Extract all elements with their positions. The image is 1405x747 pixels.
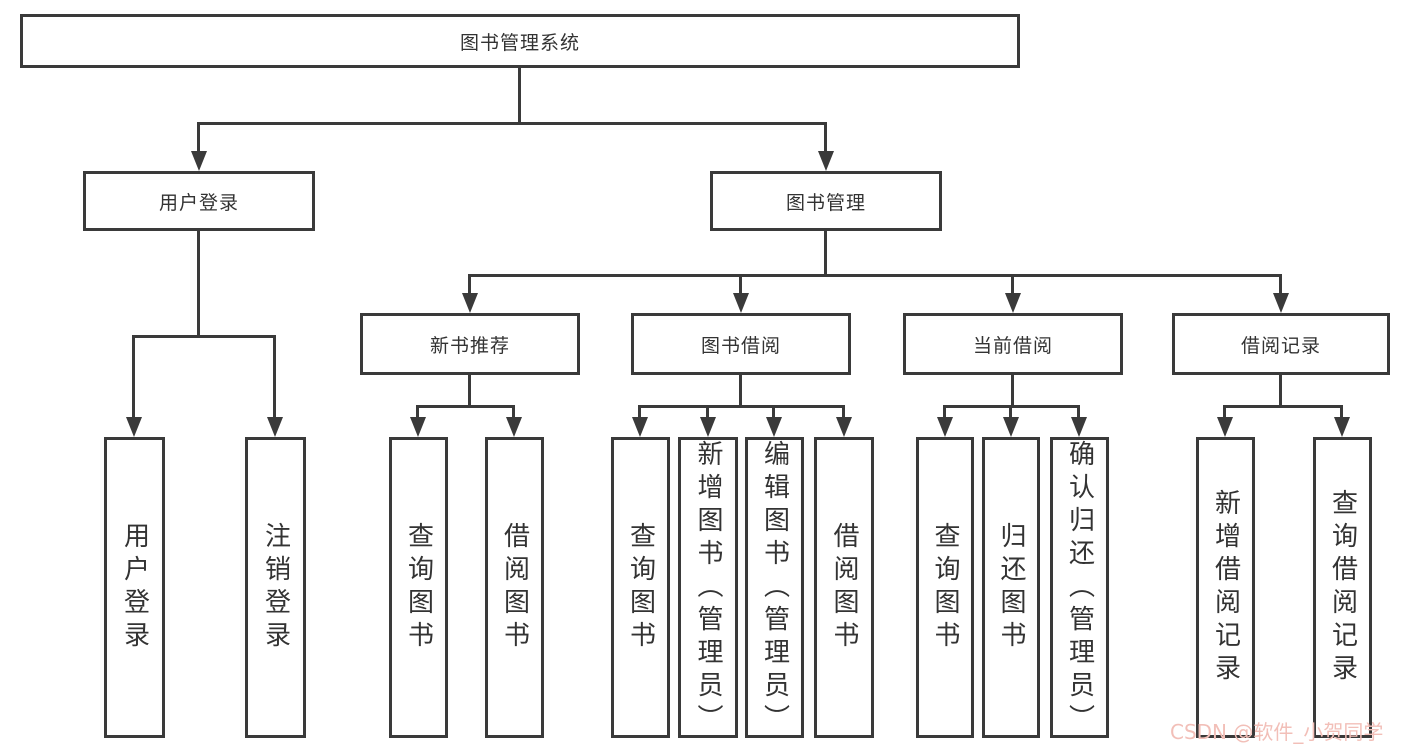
connector-cb-stem3 [1077, 405, 1080, 419]
connector-bookmgmt-stem2 [739, 274, 742, 295]
csdn-watermark: CSDN @软件_小贺同学 [1170, 720, 1384, 744]
arrow-to-cb-query [937, 417, 953, 437]
connector-bb-vline [739, 375, 742, 405]
connector-br-vline [1279, 375, 1282, 405]
connector-root-stem-left [197, 122, 200, 153]
arrow-to-bb-query [632, 417, 648, 437]
node-user-login-leaf: 用户登录 [104, 437, 165, 738]
node-current-borrowing: 当前借阅 [903, 313, 1123, 375]
arrow-to-logout [267, 417, 283, 437]
node-nb-borrow-books: 借阅图书 [485, 437, 544, 738]
node-br-query-record: 查询借阅记录 [1313, 437, 1372, 738]
connector-nb-stem2 [512, 405, 515, 419]
node-book-management: 图书管理 [710, 171, 942, 231]
arrow-to-cb-return [1003, 417, 1019, 437]
connector-root-vline [518, 68, 521, 122]
node-borrowing-records: 借阅记录 [1172, 313, 1390, 375]
arrow-to-book-management [818, 151, 834, 171]
node-bb-query-books: 查询图书 [611, 437, 670, 738]
node-logout: 注销登录 [245, 437, 306, 738]
connector-bookmgmt-stem4 [1279, 274, 1282, 295]
arrow-to-borrowing-records [1273, 293, 1289, 313]
connector-bookmgmt-stem1 [468, 274, 471, 295]
connector-br-stem2 [1340, 405, 1343, 419]
connector-bb-stem2 [706, 405, 709, 419]
connector-userlogin-hline [134, 335, 275, 338]
node-cb-return-books: 归还图书 [982, 437, 1040, 738]
connector-cb-stem1 [943, 405, 946, 419]
node-nb-query-books: 查询图书 [389, 437, 448, 738]
connector-bookmgmt-stem3 [1011, 274, 1014, 295]
connector-bookmgmt-vline [824, 231, 827, 274]
arrow-to-cb-confirm [1071, 417, 1087, 437]
connector-userlogin-vline [197, 231, 200, 335]
connector-root-hline [199, 122, 826, 125]
connector-userlogin-stem2 [273, 335, 276, 419]
connector-bb-stem3 [772, 405, 775, 419]
node-bb-borrow-books: 借阅图书 [814, 437, 874, 738]
arrow-to-bb-edit [766, 417, 782, 437]
arrow-to-nb-query [410, 417, 426, 437]
arrow-to-user-login-leaf [126, 417, 142, 437]
connector-br-hline [1225, 405, 1342, 408]
arrow-to-book-borrowing [733, 293, 749, 313]
connector-br-stem1 [1223, 405, 1226, 419]
arrow-to-user-login [191, 151, 207, 171]
connector-root-stem-right [824, 122, 827, 153]
arrow-to-bb-borrow [836, 417, 852, 437]
node-br-add-record: 新增借阅记录 [1196, 437, 1255, 738]
connector-cb-stem2 [1009, 405, 1012, 419]
connector-nb-hline [418, 405, 514, 408]
connector-bb-stem1 [638, 405, 641, 419]
arrow-to-bb-add [700, 417, 716, 437]
node-bb-add-books-admin: 新增图书（管理员） [678, 437, 738, 738]
node-cb-query-books: 查询图书 [916, 437, 974, 738]
arrow-to-current-borrowing [1005, 293, 1021, 313]
node-user-login: 用户登录 [83, 171, 315, 231]
arrow-to-br-add [1217, 417, 1233, 437]
node-bb-edit-books-admin: 编辑图书（管理员） [745, 437, 804, 738]
node-cb-confirm-return-admin: 确认归还（管理员） [1050, 437, 1109, 738]
node-root: 图书管理系统 [20, 14, 1020, 68]
connector-bookmgmt-hline [470, 274, 1281, 277]
connector-nb-vline [468, 375, 471, 405]
connector-bb-hline [640, 405, 844, 408]
connector-userlogin-stem1 [132, 335, 135, 419]
arrow-to-nb-borrow [506, 417, 522, 437]
node-new-book-recommend: 新书推荐 [360, 313, 580, 375]
connector-cb-vline [1011, 375, 1014, 405]
node-book-borrowing: 图书借阅 [631, 313, 851, 375]
arrow-to-new-book-recommend [462, 293, 478, 313]
connector-cb-hline [945, 405, 1079, 408]
connector-bb-stem4 [842, 405, 845, 419]
connector-nb-stem1 [416, 405, 419, 419]
arrow-to-br-query [1334, 417, 1350, 437]
